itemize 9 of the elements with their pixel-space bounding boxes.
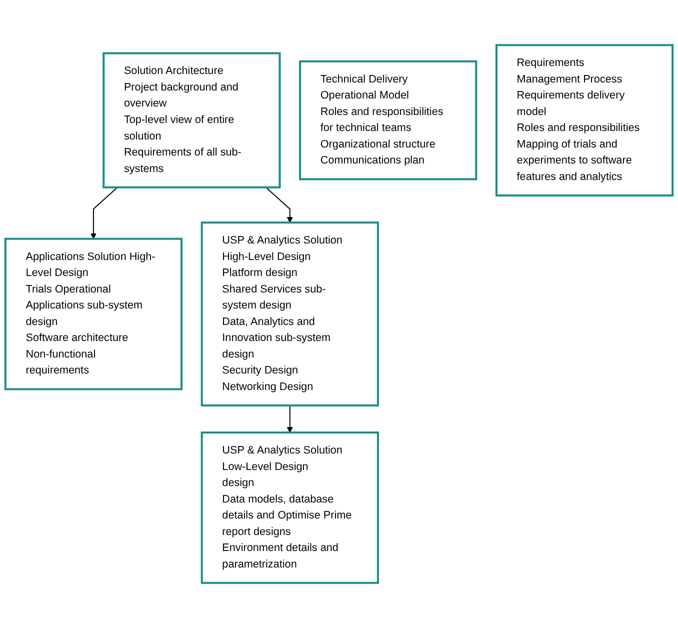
node-box: USP & Analytics Solution High-Level Design Platform design Shared Services sub-system design Data, Analytics and Innovation sub-system design Security Design Networking Design bbox=[200, 222, 379, 406]
node-box: Requirements Management Process Requirements delivery model Roles and responsibilities Mapping of trials and experiments to software features and analytics bbox=[495, 44, 674, 196]
arrow bbox=[266, 186, 293, 223]
arrow bbox=[90, 186, 118, 240]
node-box: USP & Analytics Solution Low-Level Design design Data models, database details and Optimise Prime report designs Environment details and parametrization bbox=[200, 432, 379, 584]
node-box: Applications Solution High-Level Design Trials Operational Applications sub-system design Software architecture Non-functional requirements bbox=[4, 238, 183, 390]
arrow bbox=[286, 405, 293, 433]
node-box: Solution Architecture Project background and overview Top-level view of entire solution Requirements of all sub-systems bbox=[102, 52, 281, 188]
node-box: Technical Delivery Operational Model Roles and responsibilities for technical teams Organizational structure Communications plan bbox=[299, 60, 478, 180]
